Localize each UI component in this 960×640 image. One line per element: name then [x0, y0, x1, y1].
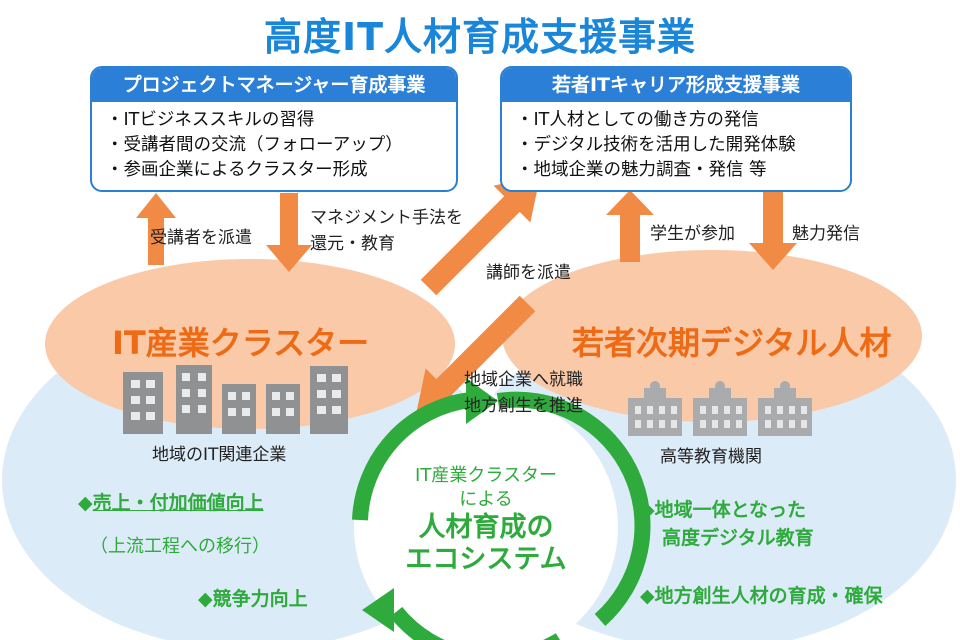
ecosystem-cycle-arc-bottom [389, 606, 560, 640]
flow-label-dispatch-lecturers: 講師を派遣 [486, 263, 571, 283]
benefit-sales-text: 売上・付加価値向上 [92, 492, 264, 514]
ecosystem-circle-fill [354, 395, 618, 640]
flow-label-dispatch-trainees: 受講者を派遣 [150, 228, 252, 248]
list-item: ・参画企業によるクラスター形成 [106, 160, 368, 180]
flow-label-employment-2: 地方創生を推進 [464, 396, 583, 416]
ecosystem-cycle-arc-top [352, 392, 472, 521]
youth-cluster-title: 若者次期デジタル人材 [572, 324, 892, 362]
benefit-sales-note: （上流工程への移行） [90, 536, 270, 557]
benefit-sales: ◆売上・付加価値向上 [78, 490, 264, 516]
list-item: ・ITビジネススキルの習得 [106, 110, 315, 130]
benefit-marker: ◆ [78, 492, 93, 514]
benefit-regional-education-1: ◆地域一体となった [640, 499, 807, 521]
arrow-down-left [266, 193, 312, 272]
flow-label-return-methods-2: 還元・教育 [310, 234, 395, 254]
arrow-down-right [749, 190, 797, 270]
benefit-regional-talent: ◆地方創生人材の育成・確保 [640, 585, 883, 607]
benefit-regional-education-2: 高度デジタル教育 [662, 527, 814, 549]
list-item: ・IT人材としての働き方の発信 [516, 110, 759, 130]
benefit-competitiveness: ◆競争力向上 [198, 588, 308, 610]
ecosystem-line-4: エコシステム [405, 544, 567, 575]
ecosystem-arrowhead-bottom [362, 588, 394, 632]
ecosystem-line-3: 人材育成の [418, 512, 554, 543]
it-cluster-title: IT産業クラスター [112, 324, 370, 362]
ecosystem-label: IT産業クラスター による 人材育成の エコシステム [386, 464, 586, 576]
flow-label-students-join: 学生が参加 [650, 224, 735, 244]
page-title: 高度IT人材育成支援事業 [263, 15, 697, 59]
pm-program-box: プロジェクトマネージャー育成事業 ・ITビジネススキルの習得 ・受講者間の交流（… [90, 66, 458, 192]
arrow-up-left [136, 193, 176, 265]
pm-program-heading: プロジェクトマネージャー育成事業 [92, 68, 456, 102]
arrow-up-right [606, 190, 654, 262]
list-item: ・デジタル技術を活用した開発体験 [516, 135, 796, 155]
youth-program-list: ・IT人材としての働き方の発信 ・デジタル技術を活用した開発体験 ・地域企業の魅… [502, 102, 850, 183]
pm-program-list: ・ITビジネススキルの習得 ・受講者間の交流（フォローアップ） ・参画企業による… [92, 102, 456, 183]
school-buildings-icon [628, 381, 812, 436]
flow-label-employment-1: 地域企業へ就職 [464, 370, 583, 390]
youth-program-box: 若者ITキャリア形成支援事業 ・IT人材としての働き方の発信 ・デジタル技術を活… [500, 66, 852, 192]
it-cluster-caption: 地域のIT関連企業 [152, 445, 287, 465]
arrow-diag-up [420, 175, 541, 296]
flow-label-return-methods-1: マネジメント手法を [310, 208, 463, 228]
list-item: ・地域企業の魅力調査・発信 等 [516, 160, 767, 180]
ecosystem-arrowhead-top [466, 378, 498, 424]
ecosystem-line-2: による [459, 489, 513, 510]
list-item: ・受講者間の交流（フォローアップ） [106, 135, 403, 155]
ecosystem-cycle-arc-right [496, 391, 651, 626]
right-cluster-ellipse [502, 250, 922, 422]
youth-cluster-caption: 高等教育機関 [660, 447, 762, 467]
company-buildings-icon [123, 365, 348, 434]
ecosystem-line-1: IT産業クラスター [415, 465, 557, 486]
youth-program-heading: 若者ITキャリア形成支援事業 [502, 68, 850, 102]
flow-label-promote-appeal: 魅力発信 [792, 224, 860, 244]
arrow-diag-down [415, 295, 536, 416]
